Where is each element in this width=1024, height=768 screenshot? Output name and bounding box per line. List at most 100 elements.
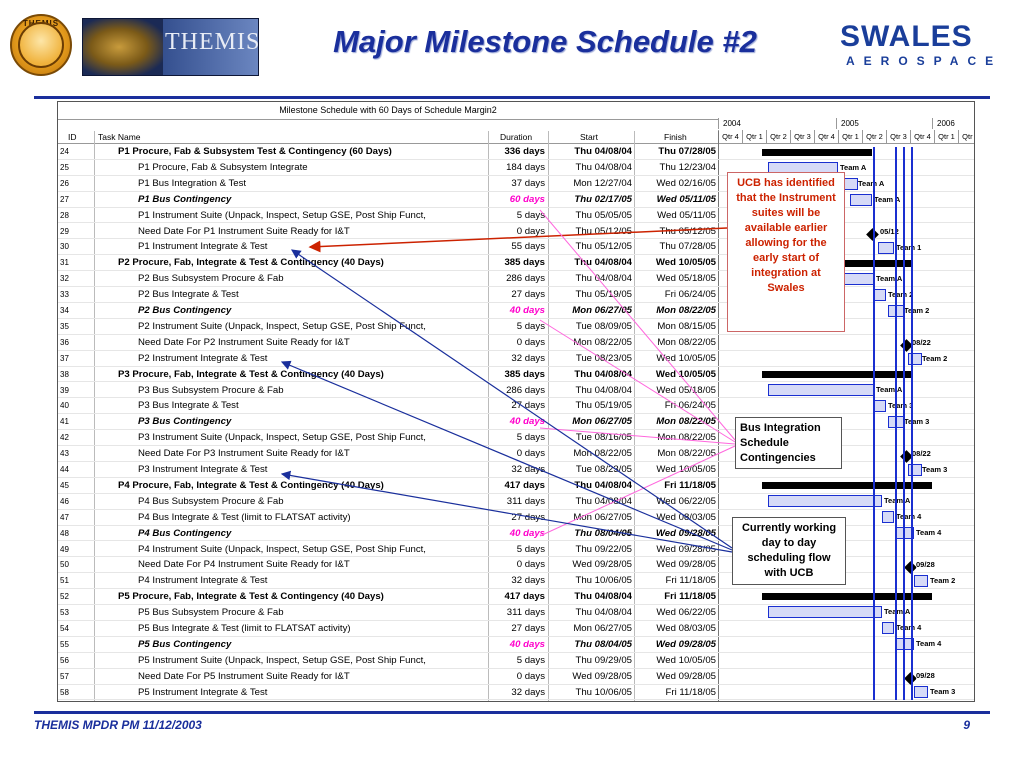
footer-text: THEMIS MPDR PM 11/12/2003 [34, 718, 202, 732]
task-finish: Wed 09/28/05 [656, 670, 716, 682]
row-id: 41 [60, 417, 69, 427]
task-finish: Fri 11/18/05 [664, 479, 716, 491]
task-duration: 311 days [506, 607, 545, 619]
task-duration: 0 days [516, 225, 545, 237]
gantt-label: Team A [884, 607, 911, 616]
gantt-label: 08/22 [912, 338, 931, 347]
gantt-label: Team 2 [904, 306, 930, 315]
bus-contingency-callout: Bus Integration Schedule Contingencies [735, 417, 842, 469]
task-finish: Fri 11/18/05 [665, 575, 716, 587]
top-rule [34, 96, 990, 99]
task-name: Need Date For P1 Instrument Suite Ready … [138, 225, 350, 237]
gantt-label: Team 2 [922, 354, 948, 363]
task-duration: 32 days [511, 575, 545, 587]
gantt-label: Team 3 [922, 465, 948, 474]
task-finish: Wed 09/28/05 [655, 638, 716, 650]
task-name: P2 Instrument Integrate & Test [138, 352, 268, 364]
gantt-label: Team A [874, 195, 901, 204]
row-id: 24 [60, 147, 69, 156]
task-start: Thu 09/22/05 [575, 543, 632, 555]
row-id: 54 [60, 624, 69, 633]
task-name: P5 Instrument Integrate & Test [138, 686, 268, 698]
task-duration: 40 days [509, 416, 545, 428]
task-duration: 385 days [504, 368, 545, 380]
gantt-label: Team 4 [896, 512, 922, 521]
gantt-label: Team A [876, 385, 903, 394]
task-finish: Thu 07/28/05 [659, 241, 716, 253]
task-name: P1 Instrument Integrate & Test [138, 241, 268, 253]
gantt-summary-bar [762, 593, 932, 600]
row-id: 40 [60, 401, 69, 411]
task-start: Tue 08/16/05 [575, 432, 632, 444]
task-start: Thu 05/19/05 [575, 289, 632, 301]
task-start: Thu 02/17/05 [574, 193, 632, 205]
row-id: 33 [60, 290, 69, 300]
task-start: Tue 08/09/05 [575, 320, 632, 332]
task-name: P2 Bus Contingency [138, 305, 232, 316]
gantt-quarter: Qtr 2 [766, 130, 790, 143]
gantt-quarter: Qtr 1 [742, 130, 766, 143]
task-name: P4 Instrument Integrate & Test [138, 575, 268, 587]
banner-text: THEMIS [165, 29, 259, 55]
task-start: Mon 06/27/05 [573, 623, 632, 634]
task-duration: 32 days [511, 352, 545, 364]
task-start: Thu 04/08/04 [575, 273, 632, 285]
row-id: 30 [60, 242, 69, 252]
gantt-label: Team A [876, 274, 903, 283]
task-duration: 37 days [511, 177, 545, 189]
col-head-duration: Duration [500, 132, 533, 142]
gantt-year: 2005 [836, 118, 859, 129]
row-id: 53 [60, 608, 69, 618]
task-duration: 336 days [504, 146, 545, 157]
task-finish: Fri 06/24/05 [664, 400, 716, 412]
gantt-label: Team 3 [930, 687, 956, 696]
task-start: Thu 10/06/05 [575, 575, 632, 587]
task-start: Thu 05/12/05 [575, 225, 632, 237]
banner-art-icon [83, 19, 163, 75]
task-name: P3 Procure, Fab, Integrate & Test & Cont… [118, 368, 384, 380]
task-start: Thu 04/08/04 [574, 591, 632, 603]
gantt-label: 08/22 [912, 449, 931, 458]
task-name: P3 Instrument Integrate & Test [138, 464, 268, 475]
task-start: Thu 04/08/04 [575, 495, 632, 507]
task-finish: Wed 05/18/05 [656, 273, 716, 285]
task-duration: 417 days [504, 591, 545, 603]
task-finish: Wed 10/05/05 [655, 257, 716, 269]
task-name: P3 Instrument Suite (Unpack, Inspect, Se… [138, 432, 426, 444]
task-finish: Wed 05/18/05 [656, 384, 716, 396]
task-finish: Wed 05/11/05 [656, 193, 716, 205]
gantt-task-bar [850, 194, 872, 206]
gantt-task-bar [768, 495, 882, 507]
task-finish: Fri 11/18/05 [664, 591, 716, 603]
gantt-label: Team A [858, 179, 885, 188]
schedule-title: Milestone Schedule with 60 Days of Sched… [58, 102, 718, 120]
task-finish: Wed 09/28/05 [656, 543, 716, 555]
task-duration: 5 days [516, 432, 545, 444]
task-start: Wed 09/28/05 [572, 670, 632, 682]
row-id: 31 [60, 258, 69, 268]
task-start: Thu 04/08/04 [575, 384, 632, 396]
task-finish: Wed 10/05/05 [656, 464, 716, 475]
task-finish: Fri 11/18/05 [665, 686, 716, 698]
row-id: 52 [60, 592, 69, 602]
gantt-task-bar [768, 384, 874, 396]
gantt-task-bar [874, 400, 886, 412]
task-finish: Mon 08/22/05 [657, 432, 716, 444]
task-name: P5 Bus Integrate & Test (limit to FLATSA… [138, 623, 351, 634]
row-id: 27 [60, 194, 69, 204]
row-id: 50 [60, 560, 69, 570]
gantt-label: Team 3 [904, 417, 930, 426]
task-start: Thu 04/08/04 [574, 479, 632, 491]
task-finish: Wed 09/28/05 [656, 559, 716, 571]
gantt-quarter: Qtr 1 [838, 130, 862, 143]
task-duration: 40 days [509, 527, 545, 539]
col-divider [94, 131, 95, 701]
ucb-flow-callout: Currently working day to day scheduling … [732, 517, 846, 585]
task-name: Need Date For P3 Instrument Suite Ready … [138, 448, 350, 460]
row-id: 55 [60, 639, 69, 649]
